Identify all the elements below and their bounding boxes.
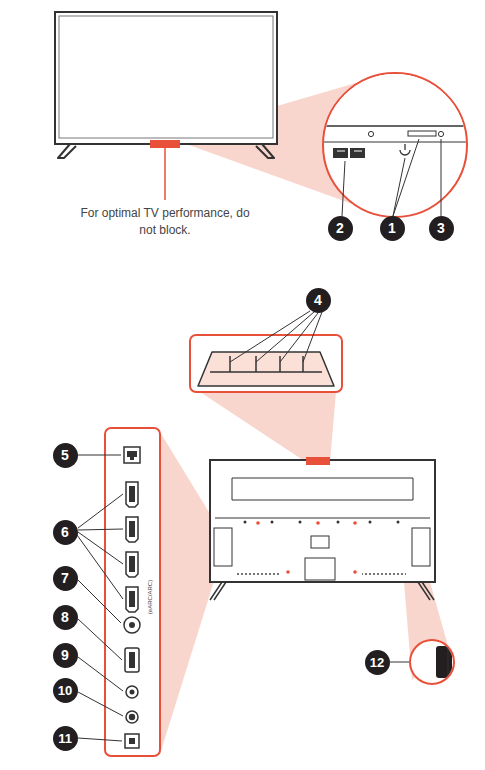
callout-number: 1: [380, 216, 405, 241]
callout-number: 6: [53, 520, 78, 545]
callout-number: 2: [328, 216, 353, 241]
callout-number: 9: [53, 643, 78, 668]
callout-number: 3: [429, 216, 454, 241]
top-view: [190, 311, 342, 462]
power-button-magnifier: [390, 640, 454, 684]
tv-back: [160, 432, 448, 754]
callout-number: 11: [53, 726, 78, 751]
sensor-magnifier: [320, 70, 470, 217]
port-label: (eARC/ARC): [147, 580, 153, 614]
note-text: For optimal TV performance, do not block…: [75, 205, 255, 240]
callout-number: 10: [53, 678, 78, 703]
port-panel: [105, 428, 160, 756]
callout-number: 4: [306, 288, 331, 313]
callout-number: 12: [365, 650, 390, 675]
leader-lines: [77, 455, 123, 741]
callout-number: 7: [53, 566, 78, 591]
callout-number: 5: [53, 443, 78, 468]
callout-number: 8: [53, 605, 78, 630]
